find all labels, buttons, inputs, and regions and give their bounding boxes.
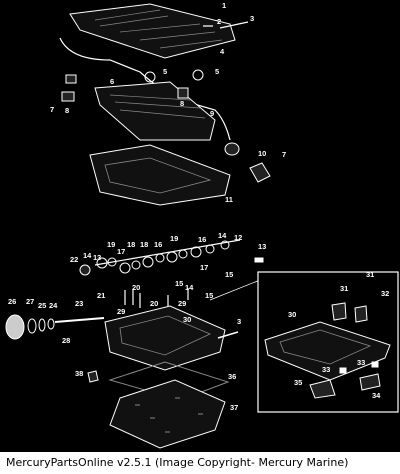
pin-part-13 bbox=[254, 257, 264, 263]
callout-8a: 8 bbox=[65, 106, 69, 115]
clip-part-7a bbox=[61, 91, 75, 102]
callout-29a: 29 bbox=[117, 307, 125, 316]
inset-part-34 bbox=[359, 373, 381, 391]
callout-14a: 14 bbox=[218, 231, 227, 240]
callout-18a: 18 bbox=[127, 240, 135, 249]
callout-7a: 7 bbox=[50, 105, 54, 114]
callout-13: 13 bbox=[258, 242, 266, 251]
callout-34: 34 bbox=[372, 391, 381, 400]
washer-part-5a bbox=[144, 71, 156, 83]
exploded-parts-diagram: 1 2 3 4 5 5 6 7 8 8 7 9 10 11 12 13 14 1… bbox=[5, 1, 399, 449]
upper-housing-inner bbox=[104, 157, 212, 194]
callout-33a: 33 bbox=[322, 365, 330, 374]
cover-plate bbox=[69, 3, 236, 59]
callout-23: 23 bbox=[75, 299, 83, 308]
inset-part-33b bbox=[371, 361, 379, 368]
screw-part-3b bbox=[217, 331, 239, 339]
callout-30a: 30 bbox=[183, 315, 191, 324]
connector-plug bbox=[224, 142, 240, 156]
inset-housing-inner bbox=[279, 329, 372, 365]
callout-19a: 19 bbox=[107, 240, 115, 249]
knob-part-26 bbox=[5, 314, 25, 340]
callout-35: 35 bbox=[294, 378, 302, 387]
clip-part-8b bbox=[177, 87, 189, 99]
shaft-part-23 bbox=[54, 317, 105, 323]
callout-30b: 30 bbox=[288, 310, 296, 319]
clip-part-8a bbox=[65, 74, 77, 84]
callout-2: 2 bbox=[217, 17, 221, 26]
callout-5b: 5 bbox=[215, 67, 219, 76]
callout-3b: 3 bbox=[237, 317, 241, 326]
callout-31a: 31 bbox=[366, 270, 374, 279]
inset-part-35 bbox=[309, 379, 336, 399]
callout-25: 25 bbox=[38, 301, 46, 310]
upper-housing bbox=[89, 144, 231, 206]
clip-part-10 bbox=[249, 162, 271, 183]
lower-housing-inner bbox=[119, 315, 211, 356]
base-plate-37 bbox=[109, 379, 226, 449]
callout-28: 28 bbox=[62, 336, 70, 345]
callout-7b: 7 bbox=[282, 150, 286, 159]
washer-part-24 bbox=[47, 318, 55, 330]
callout-16a: 16 bbox=[198, 235, 206, 244]
lower-housing bbox=[104, 305, 226, 371]
washer-part-25 bbox=[38, 318, 46, 332]
inset-housing bbox=[264, 321, 391, 381]
callout-15b: 15 bbox=[175, 279, 183, 288]
inset-clips bbox=[331, 302, 368, 323]
base-plate-holes bbox=[135, 397, 203, 433]
callout-21: 21 bbox=[97, 291, 105, 300]
board-traces bbox=[109, 94, 206, 119]
callout-9: 9 bbox=[210, 109, 214, 118]
washer-stack bbox=[96, 240, 230, 274]
callout-22: 22 bbox=[70, 255, 78, 264]
callout-27: 27 bbox=[26, 297, 34, 306]
callout-17b: 17 bbox=[200, 263, 208, 272]
callout-3: 3 bbox=[250, 14, 254, 23]
callout-37: 37 bbox=[230, 403, 238, 412]
callout-29b: 29 bbox=[178, 299, 186, 308]
callout-33b: 33 bbox=[357, 358, 365, 367]
callout-1: 1 bbox=[222, 1, 226, 10]
callout-31b: 31 bbox=[340, 284, 348, 293]
footer-bar: MercuryPartsOnline v2.5.1 (Image Copyrig… bbox=[0, 452, 400, 474]
callout-5a: 5 bbox=[163, 67, 167, 76]
clip-part-38 bbox=[87, 370, 99, 383]
callout-13b: 13 bbox=[93, 253, 101, 262]
callout-24: 24 bbox=[49, 301, 58, 310]
callout-14c: 14 bbox=[185, 283, 194, 292]
sensor-board bbox=[94, 81, 216, 141]
inset-part-33a bbox=[339, 367, 347, 374]
callout-8b: 8 bbox=[180, 99, 184, 108]
shaft-upper bbox=[94, 239, 241, 266]
callout-26: 26 bbox=[8, 297, 16, 306]
callout-32: 32 bbox=[381, 289, 389, 298]
callout-15a: 15 bbox=[225, 270, 233, 279]
callout-38: 38 bbox=[75, 369, 83, 378]
callout-16b: 16 bbox=[154, 240, 162, 249]
cover-plate-ribs bbox=[94, 9, 223, 49]
callout-15c: 15 bbox=[205, 291, 213, 300]
callout-20b: 20 bbox=[150, 299, 158, 308]
inset-leader bbox=[209, 279, 261, 301]
callout-11: 11 bbox=[225, 195, 233, 204]
callout-36: 36 bbox=[228, 372, 236, 381]
callout-17a: 17 bbox=[117, 247, 125, 256]
washer-part-5b bbox=[192, 69, 204, 81]
callout-18b: 18 bbox=[140, 240, 148, 249]
callout-6: 6 bbox=[110, 77, 114, 86]
nut-part-22 bbox=[79, 264, 91, 276]
seal-part-27 bbox=[27, 318, 37, 334]
callout-12: 12 bbox=[234, 233, 242, 242]
callout-labels: 1 2 3 4 5 5 6 7 8 8 7 9 10 11 12 13 14 1… bbox=[8, 1, 389, 412]
callout-19b: 19 bbox=[170, 234, 178, 243]
screws-upper bbox=[124, 21, 249, 310]
copyright-caption: MercuryPartsOnline v2.5.1 (Image Copyrig… bbox=[6, 456, 349, 469]
callout-14b: 14 bbox=[83, 251, 92, 260]
callout-10: 10 bbox=[258, 149, 266, 158]
callout-4: 4 bbox=[220, 47, 225, 56]
callout-20a: 20 bbox=[132, 283, 140, 292]
